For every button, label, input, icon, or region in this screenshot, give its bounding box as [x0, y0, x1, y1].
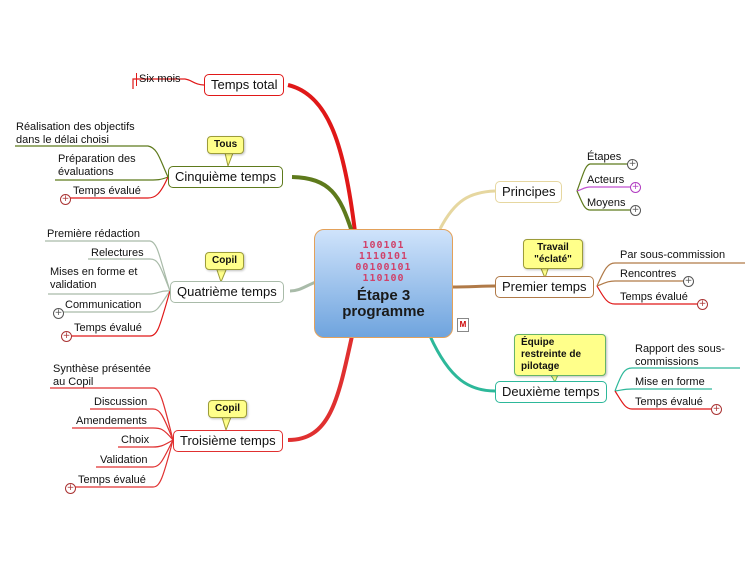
subtopic-mise-en-forme[interactable]: Mise en forme [635, 376, 705, 388]
topic-deuxieme-temps[interactable]: Deuxième temps [495, 381, 607, 403]
subtopic-relectures[interactable]: Relectures [91, 247, 144, 259]
expand-icon[interactable]: + [711, 404, 722, 415]
subtopic-temps-evalue-4[interactable]: Temps évalué [74, 322, 142, 334]
subtopic-rencontres[interactable]: Rencontres [620, 268, 677, 280]
subtopic-preparation[interactable]: Préparation des évaluations [58, 153, 136, 178]
central-topic[interactable]: 100101 1110101 00100101 110100 Étape 3 p… [314, 229, 453, 338]
callout-tous[interactable]: Tous [207, 136, 245, 154]
callout-equipe-restreinte[interactable]: Équipe restreinte de pilotage [514, 334, 606, 376]
notes-icon[interactable]: M [457, 318, 469, 332]
subtopic-temps-evalue-2[interactable]: Temps évalué [635, 396, 703, 408]
expand-icon[interactable]: + [697, 299, 708, 310]
topic-temps-total[interactable]: Temps total [204, 74, 285, 96]
callout-travail-eclate[interactable]: Travail "éclaté" [523, 239, 583, 269]
subtopic-temps-evalue-5[interactable]: Temps évalué [73, 185, 141, 197]
subtopic-six-mois[interactable]: Six mois [136, 73, 183, 86]
subtopic-premiere-redaction[interactable]: Première rédaction [47, 228, 140, 240]
expand-icon[interactable]: + [630, 182, 641, 193]
subtopic-mises-en-forme[interactable]: Mises en forme et validation [50, 266, 138, 291]
subtopic-discussion[interactable]: Discussion [94, 396, 148, 408]
expand-icon[interactable]: + [53, 308, 64, 319]
subtopic-choix[interactable]: Choix [121, 434, 150, 446]
subtopic-moyens[interactable]: Moyens [587, 197, 626, 209]
topic-quatrieme-temps[interactable]: Quatrième temps [170, 281, 284, 303]
callout-copil-quatrieme[interactable]: Copil [205, 252, 244, 270]
subtopic-etapes[interactable]: Étapes [587, 151, 622, 163]
subtopic-synthese[interactable]: Synthèse présentée au Copil [53, 363, 151, 388]
topic-cinquieme-temps[interactable]: Cinquième temps [168, 166, 284, 188]
central-title: Étape 3 programme [342, 287, 425, 320]
subtopic-validation[interactable]: Validation [100, 454, 148, 466]
subtopic-temps-evalue-3[interactable]: Temps évalué [78, 474, 146, 486]
subtopic-realisation[interactable]: Réalisation des objectifs dans le délai … [16, 121, 135, 146]
topic-principes[interactable]: Principes [495, 181, 563, 203]
topic-troisieme-temps[interactable]: Troisième temps [173, 430, 283, 452]
expand-icon[interactable]: + [630, 205, 641, 216]
subtopic-temps-evalue-1[interactable]: Temps évalué [620, 291, 688, 303]
binary-decoration: 100101 1110101 00100101 110100 [355, 240, 412, 284]
expand-icon[interactable]: + [627, 159, 638, 170]
subtopic-amendements[interactable]: Amendements [76, 415, 147, 427]
topic-premier-temps[interactable]: Premier temps [495, 276, 594, 298]
expand-icon[interactable]: + [683, 276, 694, 287]
callout-copil-troisieme[interactable]: Copil [208, 400, 247, 418]
subtopic-acteurs[interactable]: Acteurs [587, 174, 625, 186]
expand-icon[interactable]: + [65, 483, 76, 494]
subtopic-rapport[interactable]: Rapport des sous-commissions [635, 343, 725, 368]
expand-icon[interactable]: + [61, 331, 72, 342]
subtopic-par-sous-commission[interactable]: Par sous-commission [620, 249, 726, 261]
expand-icon[interactable]: + [60, 194, 71, 205]
subtopic-communication[interactable]: Communication [65, 299, 142, 311]
